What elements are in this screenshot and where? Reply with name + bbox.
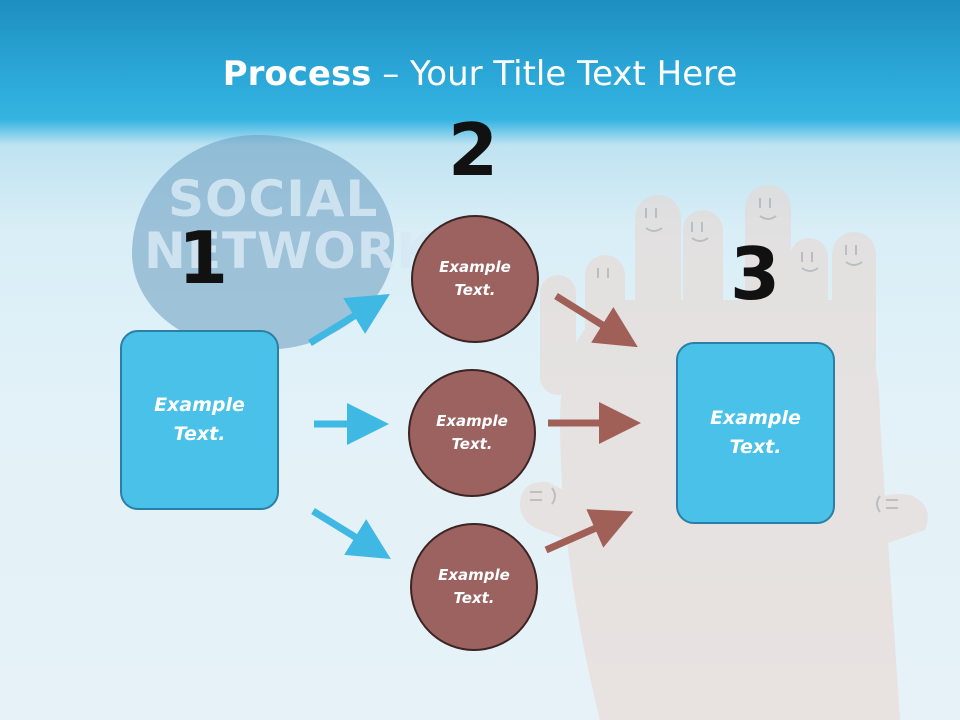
step-number-2: 2: [448, 108, 499, 192]
right-box-label: Example Text.: [710, 407, 801, 458]
background-word-social: SOCIAL: [168, 170, 379, 228]
arrow-brown-up: [544, 509, 634, 554]
arrow-blue-down: [311, 508, 391, 560]
arrow-blue-up: [308, 294, 390, 346]
left-text-box: Example Text.: [120, 330, 279, 510]
background-word-network: NETWORK: [144, 222, 437, 280]
circle-top: Example Text.: [411, 215, 539, 343]
right-text-box: Example Text.: [676, 342, 835, 524]
step-number-1: 1: [178, 216, 229, 300]
slide-title: Process – Your Title Text Here: [0, 52, 960, 96]
arrow-brown-down: [554, 293, 638, 348]
title-rest: – Your Title Text Here: [371, 54, 738, 94]
title-bold: Process: [222, 54, 372, 94]
circle-bottom-label: Example Text.: [438, 566, 510, 607]
circle-bottom: Example Text.: [410, 523, 538, 651]
circle-middle: Example Text.: [408, 369, 536, 497]
step-number-3: 3: [730, 232, 781, 316]
circle-top-label: Example Text.: [439, 258, 511, 299]
circle-middle-label: Example Text.: [436, 412, 508, 453]
left-box-label: Example Text.: [154, 394, 245, 445]
